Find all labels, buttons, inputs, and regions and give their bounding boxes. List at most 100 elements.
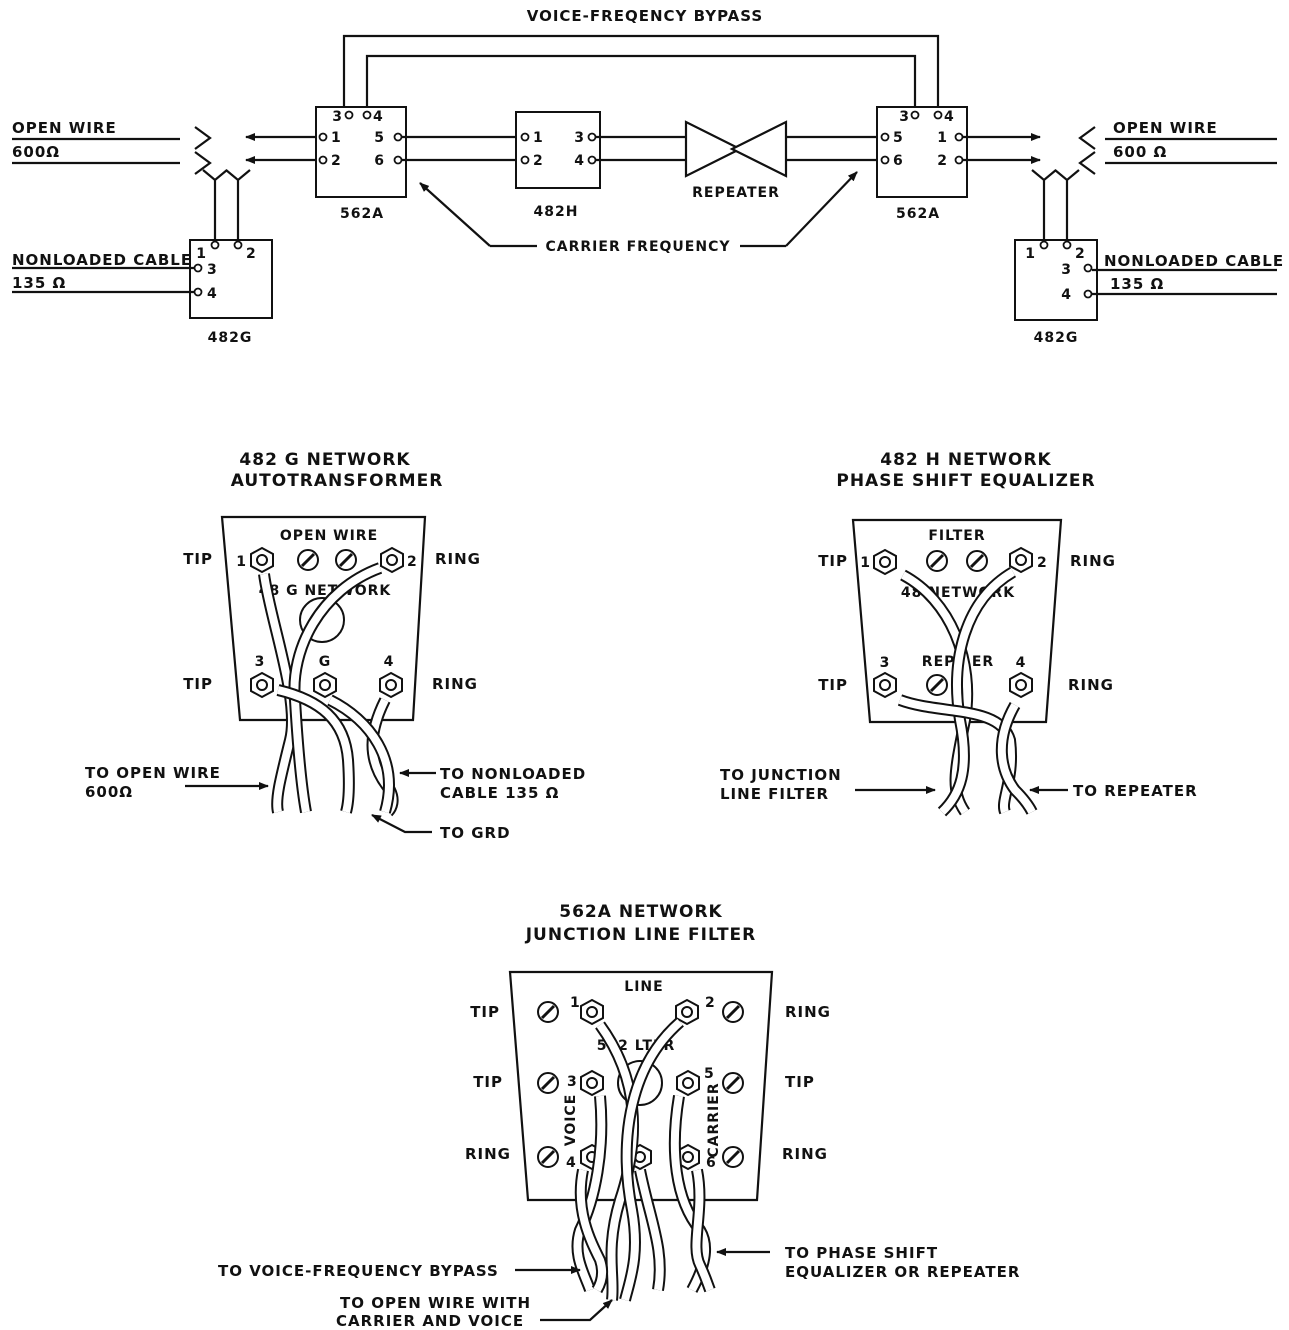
right-open-wire-label: OPEN WIRE xyxy=(1113,119,1218,137)
svg-text:1: 1 xyxy=(937,130,948,146)
filter-562a-right xyxy=(876,106,968,198)
svg-text:2: 2 xyxy=(937,153,948,169)
482h-title: 482 H NETWORK xyxy=(880,450,1051,470)
right-open-wire-impedance: 600 Ω xyxy=(1113,143,1167,161)
left-open-wire-label: OPEN WIRE xyxy=(12,119,117,137)
svg-text:3: 3 xyxy=(1061,262,1072,278)
svg-text:TO REPEATER: TO REPEATER xyxy=(1073,782,1198,800)
bypass-line-inner xyxy=(365,54,917,107)
bypass-line-outer xyxy=(342,34,940,107)
left-jack-2 xyxy=(202,169,228,241)
svg-text:6: 6 xyxy=(374,153,385,169)
svg-text:3: 3 xyxy=(332,109,343,125)
left-nonloaded-cable-label: NONLOADED CABLE xyxy=(12,251,192,269)
svg-text:3: 3 xyxy=(207,262,218,278)
svg-text:4: 4 xyxy=(373,109,384,125)
svg-text:1: 1 xyxy=(236,554,247,570)
svg-text:5: 5 xyxy=(374,130,385,146)
svg-text:1: 1 xyxy=(860,555,871,571)
svg-text:TIP: TIP xyxy=(785,1073,815,1091)
svg-text:4: 4 xyxy=(384,654,395,670)
svg-text:4: 4 xyxy=(1016,655,1027,671)
482g-wires xyxy=(258,562,399,817)
svg-text:CARRIER AND VOICE: CARRIER AND VOICE xyxy=(336,1312,524,1330)
svg-text:TIP: TIP xyxy=(818,676,848,694)
svg-text:RING: RING xyxy=(785,1003,831,1021)
autotransformer-482g-left-label: 482G xyxy=(208,330,253,346)
svg-text:RING: RING xyxy=(435,550,481,568)
svg-text:TO NONLOADED: TO NONLOADED xyxy=(440,765,586,783)
svg-text:TIP: TIP xyxy=(470,1003,500,1021)
svg-text:5: 5 xyxy=(893,130,904,146)
svg-text:2: 2 xyxy=(1037,555,1048,571)
svg-text:1: 1 xyxy=(331,130,342,146)
svg-text:TIP: TIP xyxy=(818,552,848,570)
562a-title: 562A NETWORK xyxy=(559,902,722,922)
svg-text:4: 4 xyxy=(1061,287,1072,303)
left-cable-impedance: 135 Ω xyxy=(12,274,66,292)
svg-text:48 G NETWORK: 48 G NETWORK xyxy=(259,583,392,599)
svg-text:2: 2 xyxy=(1075,246,1086,262)
autotransformer-482g-left xyxy=(189,239,273,319)
svg-text:G: G xyxy=(319,654,332,670)
482g-title: 482 G NETWORK xyxy=(239,450,410,470)
svg-text:1: 1 xyxy=(570,995,581,1011)
svg-text:LINE: LINE xyxy=(624,979,663,995)
left-open-wire-impedance: 600Ω xyxy=(12,143,60,161)
filter-562a-right-label: 562A xyxy=(896,206,940,222)
repeater-label: REPEATER xyxy=(692,185,780,201)
svg-text:RING: RING xyxy=(1070,552,1116,570)
svg-text:1: 1 xyxy=(533,130,544,146)
network-482g-panel: 482 G NETWORK AUTOTRANSFORMER OPEN WIRE … xyxy=(85,450,586,842)
svg-text:CABLE 135 Ω: CABLE 135 Ω xyxy=(440,784,559,802)
482g-subtitle: AUTOTRANSFORMER xyxy=(231,471,444,491)
svg-text:1: 1 xyxy=(1025,246,1036,262)
svg-text:RING: RING xyxy=(782,1145,828,1163)
right-jack-2 xyxy=(1031,169,1057,241)
svg-text:TIP: TIP xyxy=(183,675,213,693)
svg-text:5: 5 xyxy=(704,1066,715,1082)
autotransformer-482g-right-label: 482G xyxy=(1034,330,1079,346)
svg-text:3: 3 xyxy=(567,1074,578,1090)
svg-text:FILTER: FILTER xyxy=(928,528,985,544)
svg-text:2: 2 xyxy=(331,153,342,169)
562a-subtitle: JUNCTION LINE FILTER xyxy=(525,925,757,945)
svg-text:LINE FILTER: LINE FILTER xyxy=(720,785,829,803)
block-schematic: VOICE-FREQENCY BYPASS OPEN WIRE 600Ω 3 4… xyxy=(12,7,1284,346)
equalizer-482h-label: 482H xyxy=(534,204,579,220)
left-jack-1 xyxy=(194,126,212,150)
svg-text:1: 1 xyxy=(196,246,207,262)
svg-text:OPEN WIRE: OPEN WIRE xyxy=(280,528,378,544)
svg-text:3: 3 xyxy=(880,655,891,671)
svg-text:2: 2 xyxy=(533,153,544,169)
right-cable-impedance: 135 Ω xyxy=(1110,275,1164,293)
svg-text:TO OPEN WIRE: TO OPEN WIRE xyxy=(85,764,221,782)
svg-text:2: 2 xyxy=(246,246,257,262)
482h-wires xyxy=(897,566,1038,817)
svg-text:4: 4 xyxy=(944,109,955,125)
repeater-symbol xyxy=(684,120,788,178)
svg-text:EQUALIZER OR REPEATER: EQUALIZER OR REPEATER xyxy=(785,1263,1020,1281)
svg-text:4: 4 xyxy=(574,153,585,169)
svg-text:6: 6 xyxy=(893,153,904,169)
svg-text:2: 2 xyxy=(705,995,716,1011)
network-562a-panel: 562A NETWORK JUNCTION LINE FILTER LINE 5… xyxy=(218,902,1020,1330)
svg-text:RING: RING xyxy=(1068,676,1114,694)
svg-text:6: 6 xyxy=(706,1155,717,1171)
carrier-frequency-label: CARRIER FREQUENCY xyxy=(546,239,731,255)
svg-text:TO OPEN WIRE WITH: TO OPEN WIRE WITH xyxy=(340,1294,531,1312)
right-nonloaded-cable-label: NONLOADED CABLE xyxy=(1104,252,1284,270)
svg-text:RING: RING xyxy=(465,1145,511,1163)
562a-wires xyxy=(571,1017,716,1302)
filter-562a-left xyxy=(315,106,407,198)
network-482h-panel: 482 H NETWORK PHASE SHIFT EQUALIZER FILT… xyxy=(720,450,1198,817)
svg-text:TO GRD: TO GRD xyxy=(440,824,511,842)
svg-text:TO PHASE SHIFT: TO PHASE SHIFT xyxy=(785,1244,938,1262)
svg-text:TIP: TIP xyxy=(473,1073,503,1091)
bypass-label: VOICE-FREQENCY BYPASS xyxy=(527,7,763,25)
svg-text:3: 3 xyxy=(574,130,585,146)
svg-text:3: 3 xyxy=(255,654,266,670)
equalizer-482h xyxy=(515,111,601,189)
svg-text:4: 4 xyxy=(207,286,218,302)
